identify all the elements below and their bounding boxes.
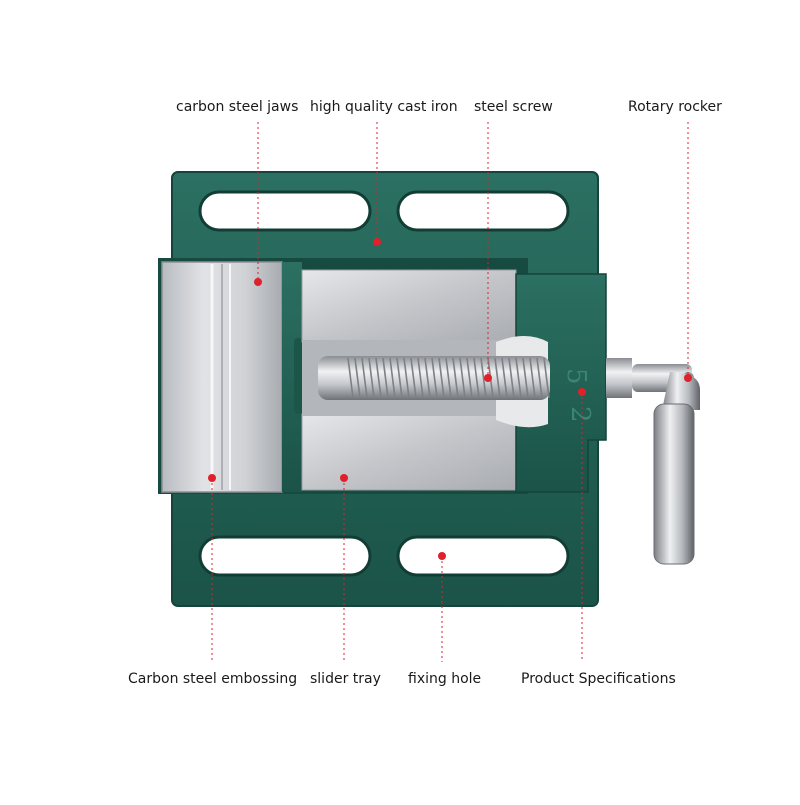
label-carbon-steel-jaws: carbon steel jaws [176,99,299,115]
rotary-rocker-arm [662,372,700,410]
screw-thread [354,357,361,399]
fixing-hole-slot [396,535,570,577]
label-steel-screw: steel screw [474,99,553,115]
fixing-hole-slot [198,535,372,577]
label-product-specifications: Product Specifications [521,671,676,687]
label-fixing-hole: fixing hole [408,671,482,687]
screw-thread [466,357,473,399]
label-slider-tray: slider tray [310,671,381,687]
embossed-mark: 2 [565,406,595,423]
rotary-rocker-handle [653,403,695,565]
screw-thread [473,357,480,399]
screw-thread [389,357,396,399]
screw-thread [417,357,424,399]
screw-collar [606,358,632,398]
screw-thread [508,357,515,399]
fixing-hole-slot [396,190,570,232]
screw-thread [396,357,403,399]
screw-thread [368,357,375,399]
screw-thread [375,357,382,399]
screw-thread [480,357,487,399]
label-high-quality-cast-iron: high quality cast iron [310,99,458,115]
screw-thread [431,357,438,399]
screw-thread [543,357,550,399]
screw-thread [522,357,529,399]
screw-thread [361,357,368,399]
screw-thread [382,357,389,399]
screw-thread [347,357,354,399]
slider-tray-lower [301,413,517,491]
red-dot-marker [340,474,348,482]
red-dot-marker [254,278,262,286]
screw-thread [515,357,522,399]
screw-thread [501,357,508,399]
screw-thread [459,357,466,399]
red-dot-marker [373,238,381,246]
fixing-hole-slot [198,190,372,232]
label-rotary-rocker: Rotary rocker [628,99,722,115]
screw-thread [445,357,452,399]
screw-thread [424,357,431,399]
screw-thread [536,357,543,399]
red-dot-marker [438,552,446,560]
label-carbon-steel-embossing: Carbon steel embossing [128,671,298,687]
screw-thread [438,357,445,399]
screw-threads [347,357,550,399]
screw-thread [494,357,501,399]
embossed-mark: 5 [561,368,591,385]
slider-tray-upper [301,269,517,343]
screw-thread [529,357,536,399]
screw-housing [515,273,607,493]
screw-thread [452,357,459,399]
jaw-frame [282,262,302,492]
red-dot-marker [684,374,692,382]
screw-thread [410,357,417,399]
red-dot-marker [208,474,216,482]
screw-thread [403,357,410,399]
red-dot-marker [578,388,586,396]
red-dot-marker [484,374,492,382]
